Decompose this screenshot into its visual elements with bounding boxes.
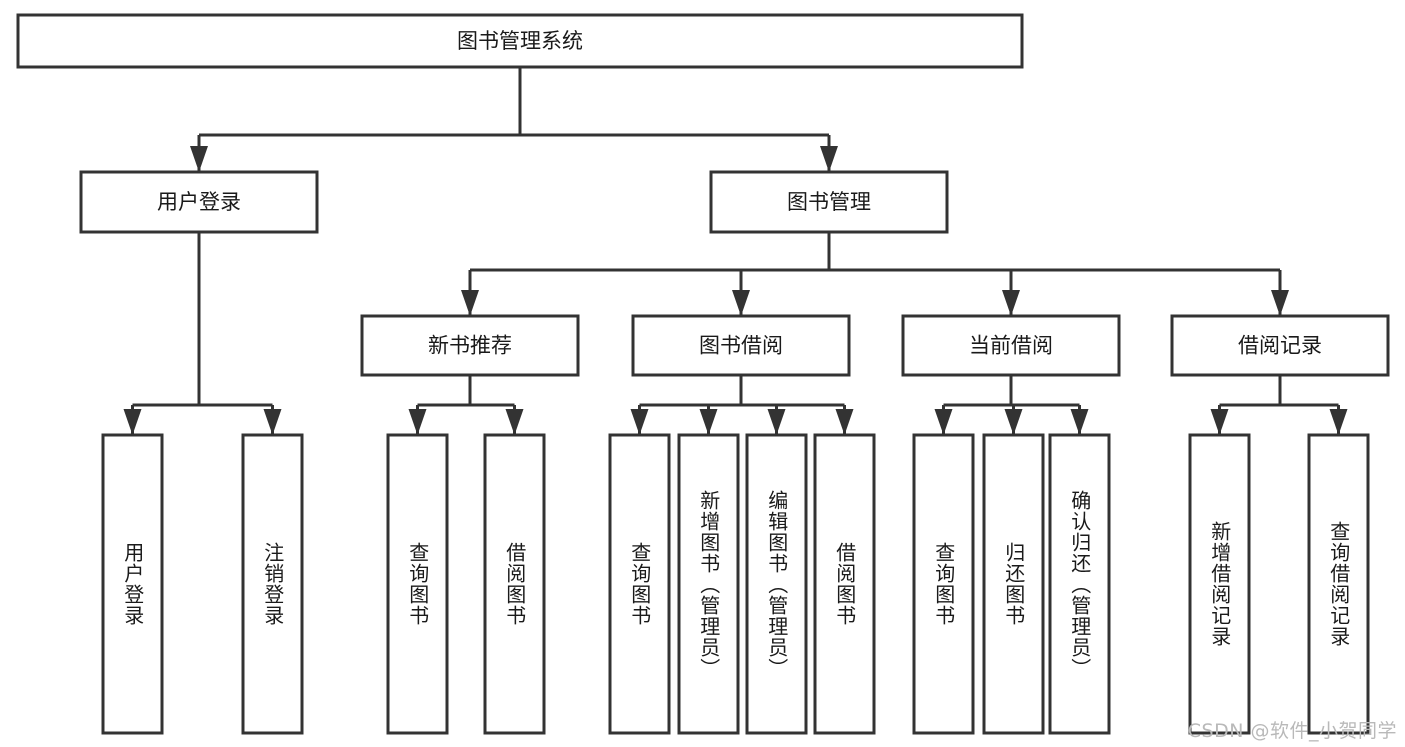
- node-box-leaf-borrow-book-1[interactable]: [483, 433, 546, 735]
- node-box-current-borrow[interactable]: [901, 314, 1121, 377]
- arrow-to-leaf-borrow-book-1: [505, 409, 524, 435]
- node-box-leaf-confirm-return[interactable]: [1048, 433, 1111, 735]
- node-box-leaf-borrow-book-2[interactable]: [813, 433, 876, 735]
- arrow-to-leaf-query-book-2: [630, 409, 649, 435]
- node-box-leaf-add-borrow-record[interactable]: [1188, 433, 1251, 735]
- node-box-leaf-user-logout[interactable]: [241, 433, 304, 735]
- node-box-leaf-return-book[interactable]: [982, 433, 1045, 735]
- arrow-to-leaf-confirm-return: [1070, 409, 1089, 435]
- node-box-new-book-recommend[interactable]: [360, 314, 580, 377]
- arrow-to-leaf-query-book-1: [408, 409, 427, 435]
- arrow-to-borrow-record: [1271, 290, 1289, 316]
- node-label-user-login: 用户登录: [157, 190, 241, 214]
- node-box-leaf-query-borrow-record[interactable]: [1307, 433, 1370, 735]
- node-box-book-borrow[interactable]: [631, 314, 851, 377]
- node-label-current-borrow: 当前借阅: [969, 334, 1053, 358]
- arrow-to-book-manage: [820, 146, 838, 172]
- node-label-new-book-recommend: 新书推荐: [428, 334, 512, 358]
- arrow-to-user-login: [190, 146, 208, 172]
- arrow-to-leaf-add-borrow-record: [1210, 409, 1229, 435]
- node-box-leaf-add-book[interactable]: [677, 433, 740, 735]
- node-box-leaf-query-book-2[interactable]: [608, 433, 671, 735]
- node-label-book-manage: 图书管理: [787, 190, 871, 214]
- node-box-book-manage[interactable]: [709, 170, 949, 234]
- arrow-to-current-borrow: [1002, 290, 1020, 316]
- node-box-leaf-query-book-1[interactable]: [386, 433, 449, 735]
- arrow-to-leaf-edit-book: [767, 409, 786, 435]
- arrow-to-leaf-user-login: [123, 409, 142, 435]
- arrow-to-leaf-borrow-book-2: [835, 409, 854, 435]
- connector-lines-layer: [123, 67, 1348, 435]
- arrow-to-leaf-return-book: [1004, 409, 1023, 435]
- csdn-watermark: CSDN @软件_小贺同学: [1187, 720, 1397, 742]
- node-box-leaf-user-login[interactable]: [101, 433, 164, 735]
- node-boxes-layer: [16, 13, 1390, 735]
- node-label-root: 图书管理系统: [457, 29, 583, 53]
- arrow-to-leaf-add-book: [699, 409, 718, 435]
- node-label-borrow-record: 借阅记录: [1238, 334, 1322, 358]
- node-box-leaf-query-book-3[interactable]: [912, 433, 975, 735]
- arrow-to-leaf-user-logout: [263, 409, 282, 435]
- node-box-root[interactable]: [16, 13, 1024, 69]
- node-box-leaf-edit-book[interactable]: [745, 433, 808, 735]
- arrow-to-leaf-query-borrow-record: [1329, 409, 1348, 435]
- node-box-user-login[interactable]: [79, 170, 319, 234]
- node-box-borrow-record[interactable]: [1170, 314, 1390, 377]
- node-label-book-borrow: 图书借阅: [699, 334, 783, 358]
- arrow-to-book-borrow: [732, 290, 750, 316]
- arrow-to-new-book-recommend: [461, 290, 479, 316]
- arrow-to-leaf-query-book-3: [934, 409, 953, 435]
